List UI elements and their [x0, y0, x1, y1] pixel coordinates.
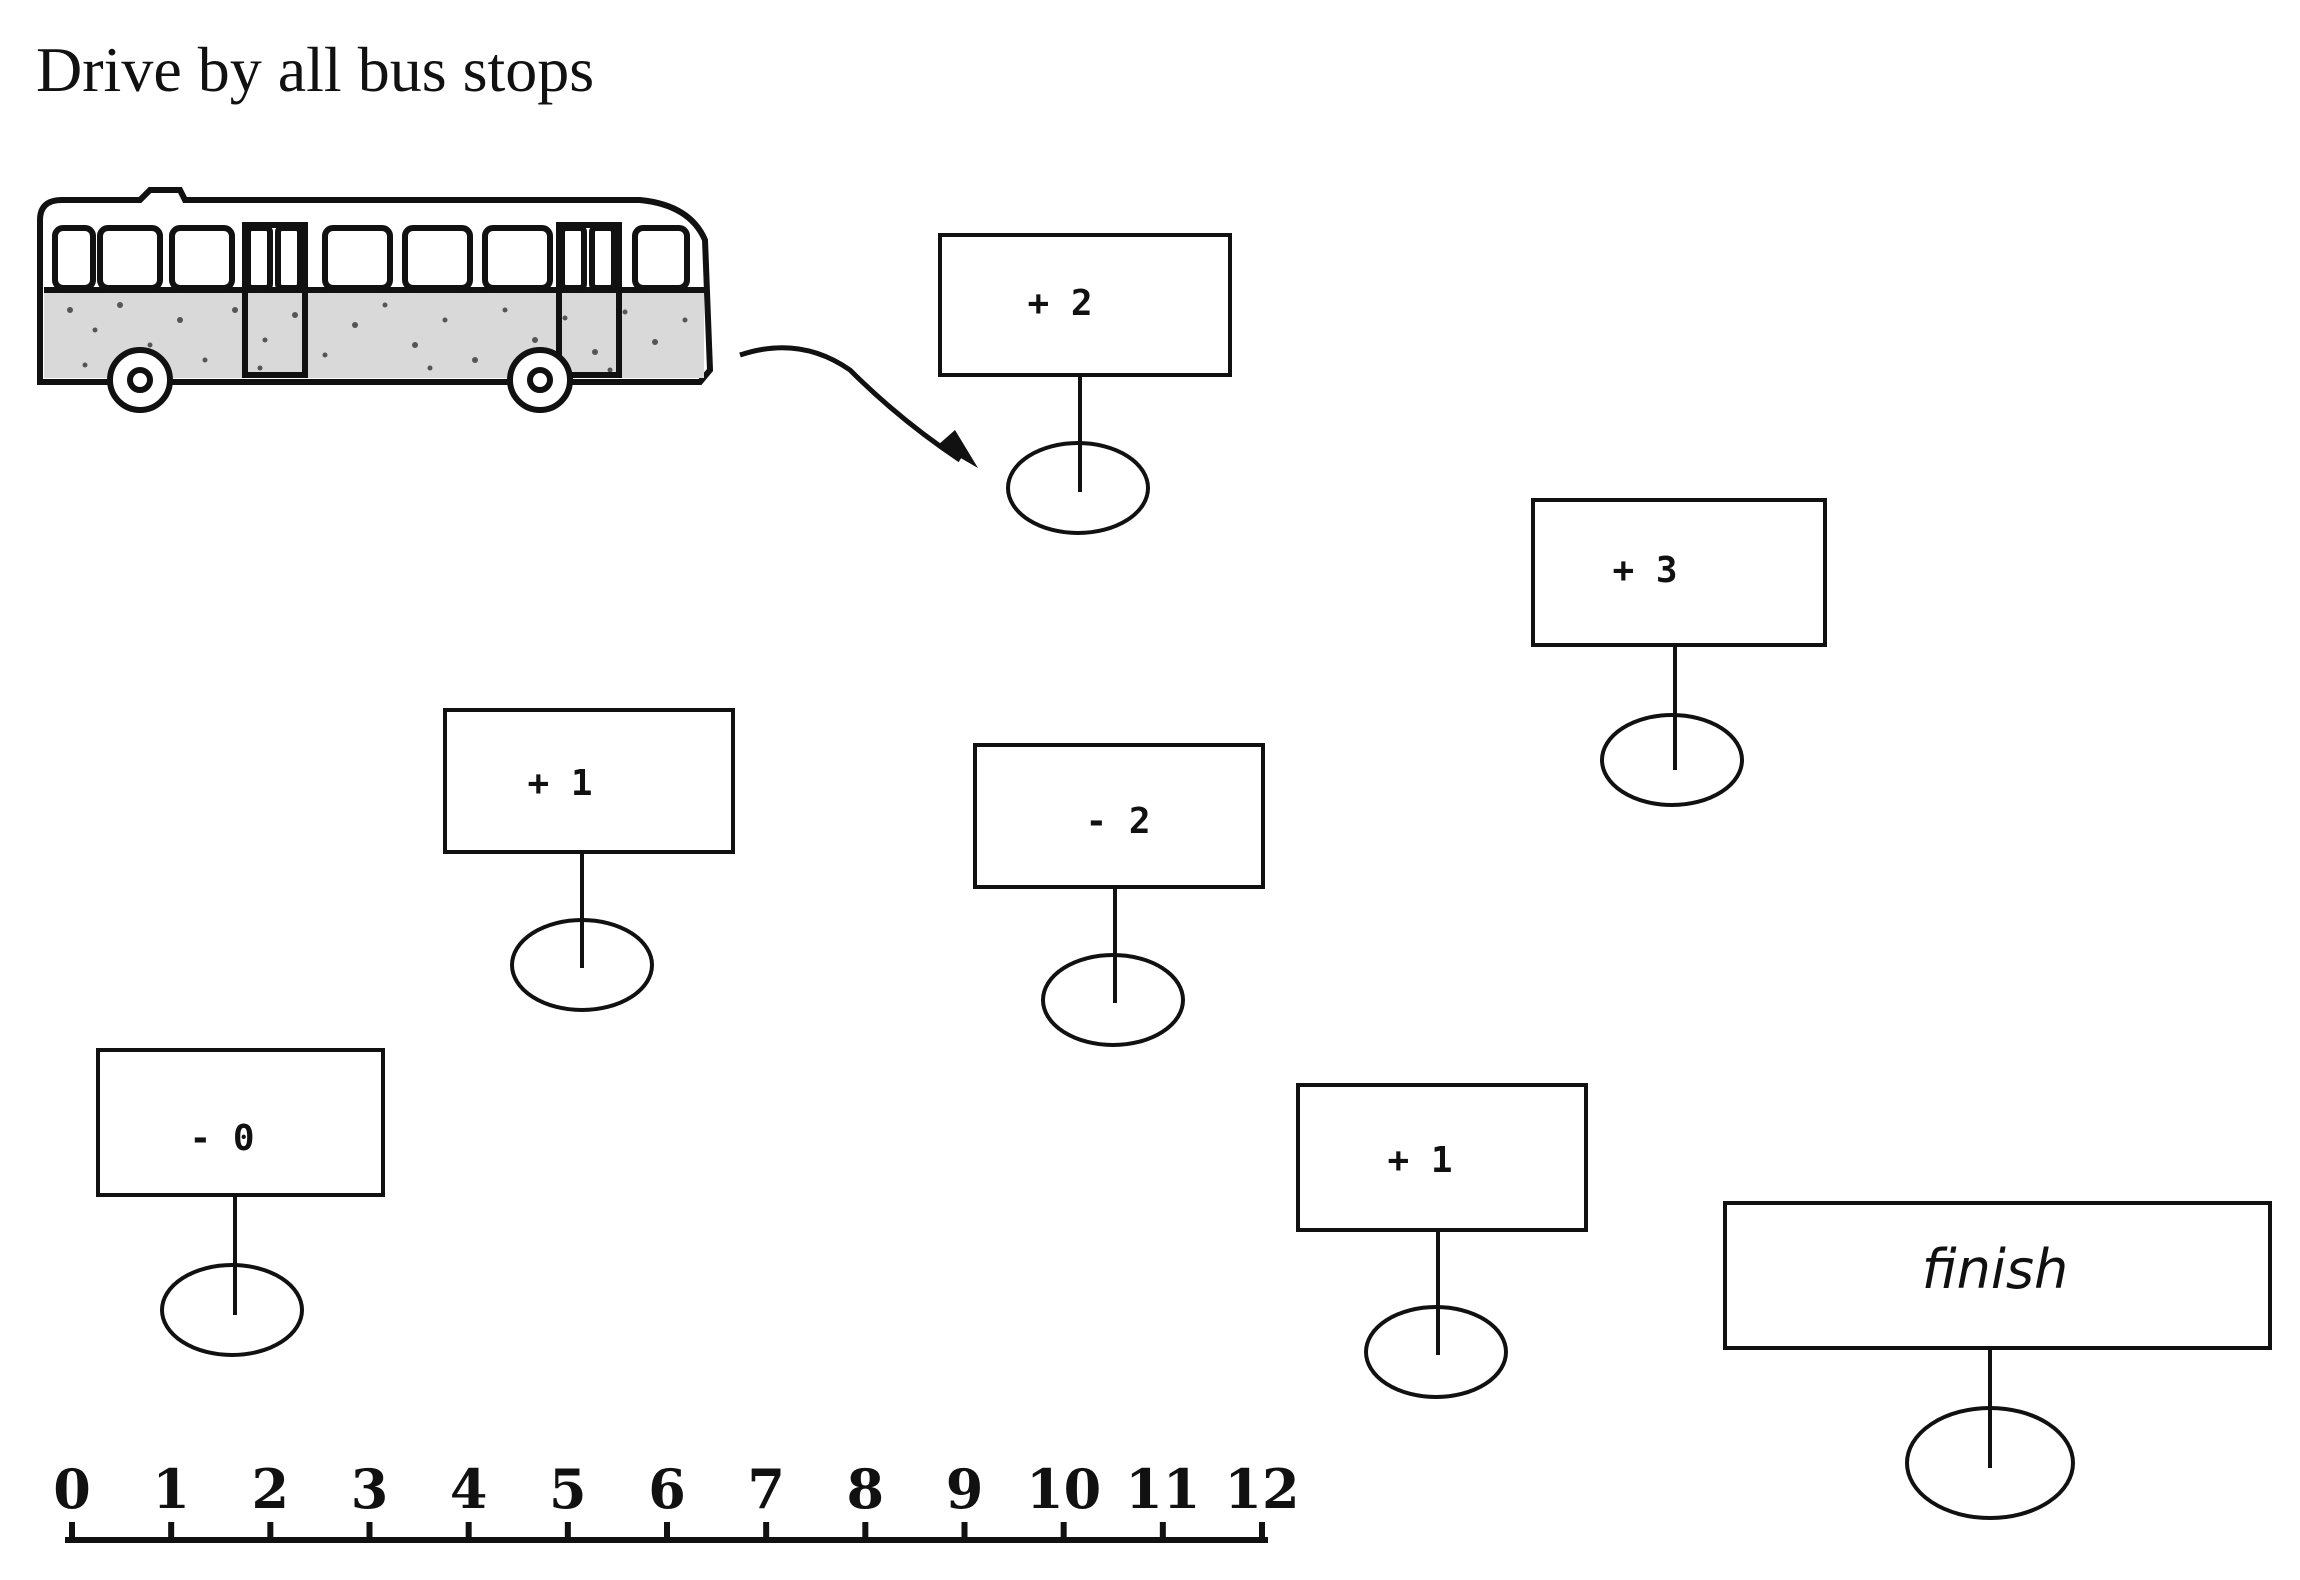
finish-label: finish — [1922, 1238, 2068, 1301]
number-line-tick-label: 2 — [252, 1457, 290, 1521]
number-line-tick-label: 5 — [549, 1457, 587, 1521]
bus-stop-1 — [938, 233, 1232, 535]
number-line-tick-label: 10 — [1026, 1457, 1101, 1521]
arrow-icon — [739, 345, 978, 468]
number-line-tick-label: 7 — [747, 1457, 785, 1521]
instruction-text: Drive by all bus stops — [36, 34, 595, 105]
bus-stop-4-label: - 2 — [1085, 801, 1150, 842]
number-line-tick-label: 8 — [847, 1457, 885, 1521]
bus-stop-1-label: + 2 — [1027, 283, 1092, 324]
bus-stop-2-label: + 3 — [1612, 550, 1677, 591]
number-line-tick-label: 9 — [946, 1457, 984, 1521]
number-line-tick-label: 6 — [648, 1457, 686, 1521]
number-line-tick-label: 3 — [351, 1457, 389, 1521]
bus-stop-6-label: + 1 — [1387, 1140, 1452, 1181]
bus-stop-5 — [96, 1048, 385, 1357]
bus-stop-6 — [1296, 1083, 1588, 1399]
bus-stop-3-label: + 1 — [527, 763, 592, 804]
number-line-tick-label: 11 — [1125, 1457, 1200, 1521]
bus-stop-4 — [973, 743, 1265, 1047]
number-line-tick-label: 0 — [53, 1457, 91, 1521]
bus-stop-2 — [1531, 498, 1827, 807]
number-line-tick-label: 1 — [152, 1457, 190, 1521]
bus-stop-finish — [1723, 1201, 2272, 1520]
bus-stop-5-label: - 0 — [189, 1118, 254, 1159]
bus-icon — [37, 187, 714, 413]
number-line-tick-label: 4 — [450, 1457, 488, 1521]
number-line-tick-label: 12 — [1224, 1457, 1299, 1521]
bus-stop-3 — [443, 708, 735, 1012]
